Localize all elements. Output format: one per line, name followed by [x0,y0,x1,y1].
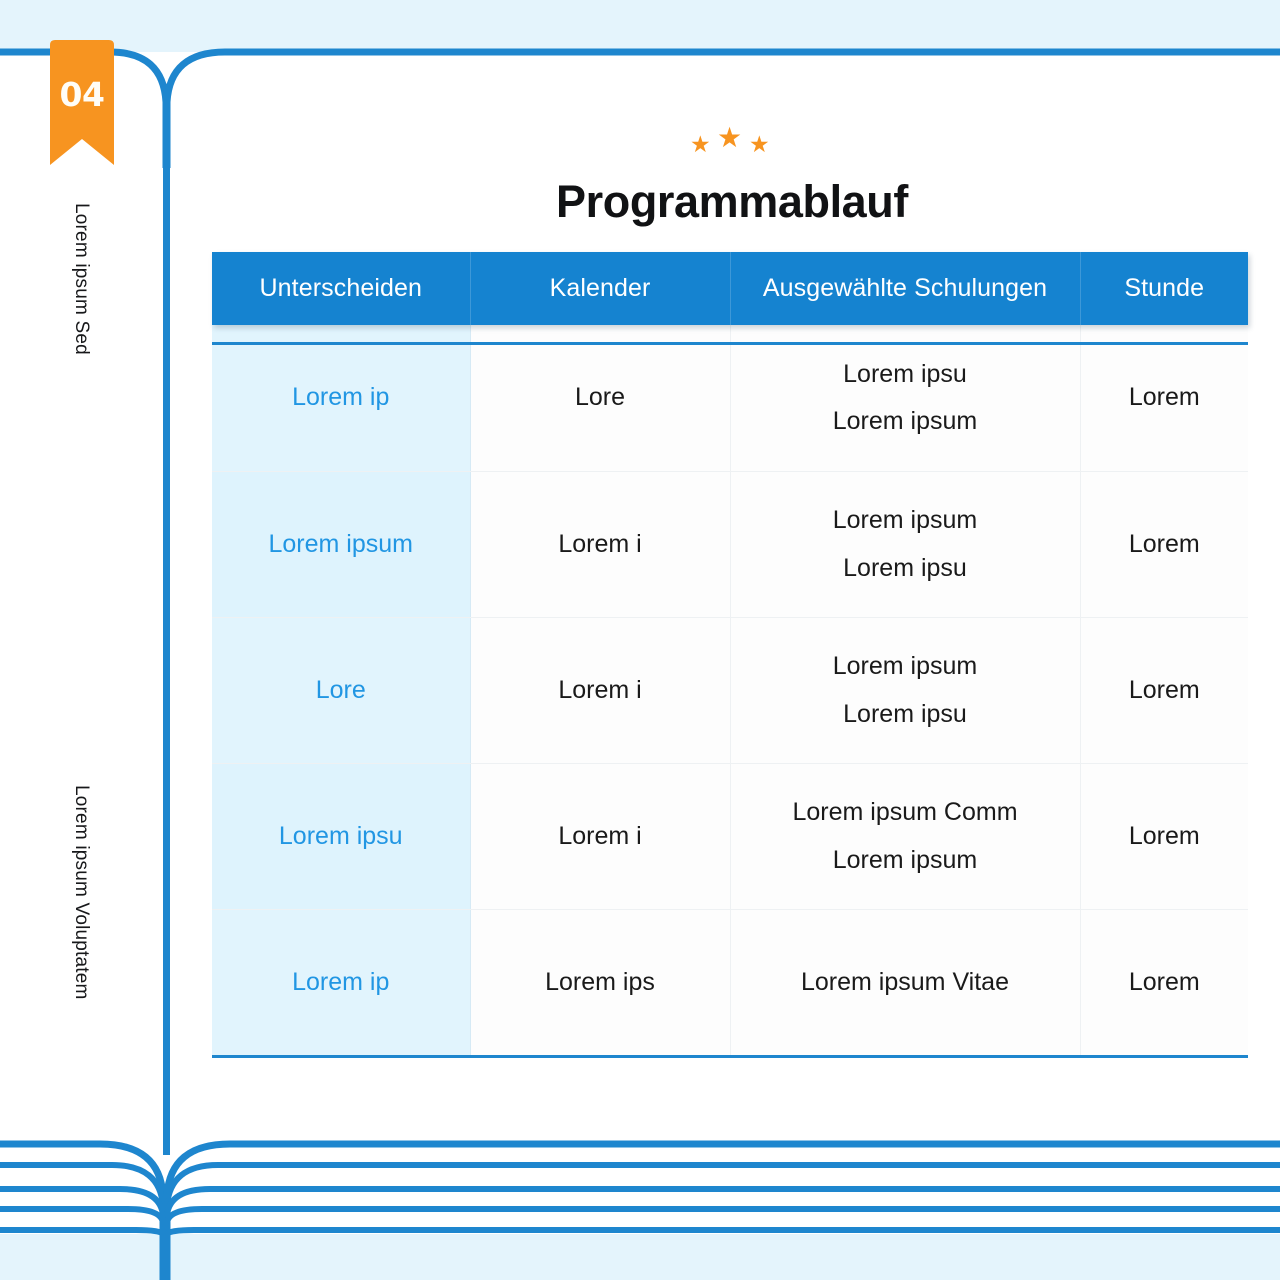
table-header-row: Unterscheiden Kalender Ausgewählte Schul… [212,252,1248,325]
schedule-table-wrapper: Unterscheiden Kalender Ausgewählte Schul… [212,252,1248,1058]
cell-stunde: Lorem [1080,325,1248,472]
page-title: Programmablauf [556,176,908,227]
cell-stunde: Lorem [1080,909,1248,1055]
schedule-table: Unterscheiden Kalender Ausgewählte Schul… [212,252,1248,1055]
cell-stunde: Lorem [1080,617,1248,764]
star-left-icon: ★ [690,131,711,157]
table-row: Lorem ip Lorem ips Lorem ipsum Vitae Lor… [212,909,1248,1055]
cell-schulungen-line1: Lorem ipsum [832,505,978,534]
cell-schulungen-line2: Lorem ipsum [832,407,978,436]
cell-unterscheiden: Lorem ip [212,909,471,1055]
column-header-stunde[interactable]: Stunde [1080,252,1248,325]
cell-schulungen: Lorem ipsum Comm Lorem ipsum [730,763,1081,910]
side-label-top: Lorem ipsum Sed [71,203,92,355]
cell-unterscheiden: Lore [212,617,471,764]
star-right-icon: ★ [749,131,770,157]
cell-schulungen-line2: Lorem ipsu [843,699,967,728]
cell-schulungen-line1: Lorem ipsum Comm [792,797,1018,826]
table-body-bottom-rule [212,1055,1248,1058]
cell-schulungen-line1: Lorem ipsum [832,651,978,680]
cell-kalender: Lorem ips [470,909,731,1055]
spine-line [163,95,170,1155]
cell-kalender: Lorem i [470,763,731,910]
table-body-top-rule [212,342,1248,345]
cell-schulungen: Lorem ipsu Lorem ipsum [730,325,1081,472]
cell-schulungen: Lorem ipsum Lorem ipsu [730,471,1081,618]
cell-schulungen: Lorem ipsum Vitae [730,909,1081,1055]
side-label-bottom: Lorem ipsum Voluptatem [71,785,92,1000]
table-body: Lorem ip Lore Lorem ipsu Lorem ipsum Lor… [212,325,1248,1055]
bottom-color-band [0,1234,1280,1280]
cell-stunde: Lorem [1080,763,1248,910]
cell-unterscheiden: Lorem ip [212,325,471,472]
cell-schulungen: Lorem ipsum Lorem ipsu [730,617,1081,764]
table-row: Lorem ipsum Lorem i Lorem ipsum Lorem ip… [212,471,1248,618]
table-header: Unterscheiden Kalender Ausgewählte Schul… [212,252,1248,325]
table-row: Lorem ip Lore Lorem ipsu Lorem ipsum Lor… [212,325,1248,472]
cell-schulungen-line2: Lorem ipsum [832,845,978,874]
cell-unterscheiden: Lorem ipsum [212,471,471,618]
cell-stunde: Lorem [1080,471,1248,618]
cell-schulungen-line2: Lorem ipsu [843,553,967,582]
column-header-kalender[interactable]: Kalender [470,252,731,325]
ribbon-bookmark: 04 [44,39,120,168]
cell-unterscheiden: Lorem ipsu [212,763,471,910]
table-row: Lore Lorem i Lorem ipsum Lorem ipsu Lore… [212,617,1248,764]
column-header-ausgewaehlte-schulungen[interactable]: Ausgewählte Schulungen [730,252,1081,325]
cell-kalender: Lorem i [470,617,731,764]
column-header-unterscheiden[interactable]: Unterscheiden [212,252,471,325]
stars-decoration: ★ ★ ★ [690,122,790,162]
cell-schulungen-line1: Lorem ipsu [843,359,967,388]
star-middle-icon: ★ [717,122,743,153]
slide-number: 04 [59,75,105,114]
cell-kalender: Lorem i [470,471,731,618]
cell-kalender: Lore [470,325,731,472]
table-row: Lorem ipsu Lorem i Lorem ipsum Comm Lore… [212,763,1248,910]
